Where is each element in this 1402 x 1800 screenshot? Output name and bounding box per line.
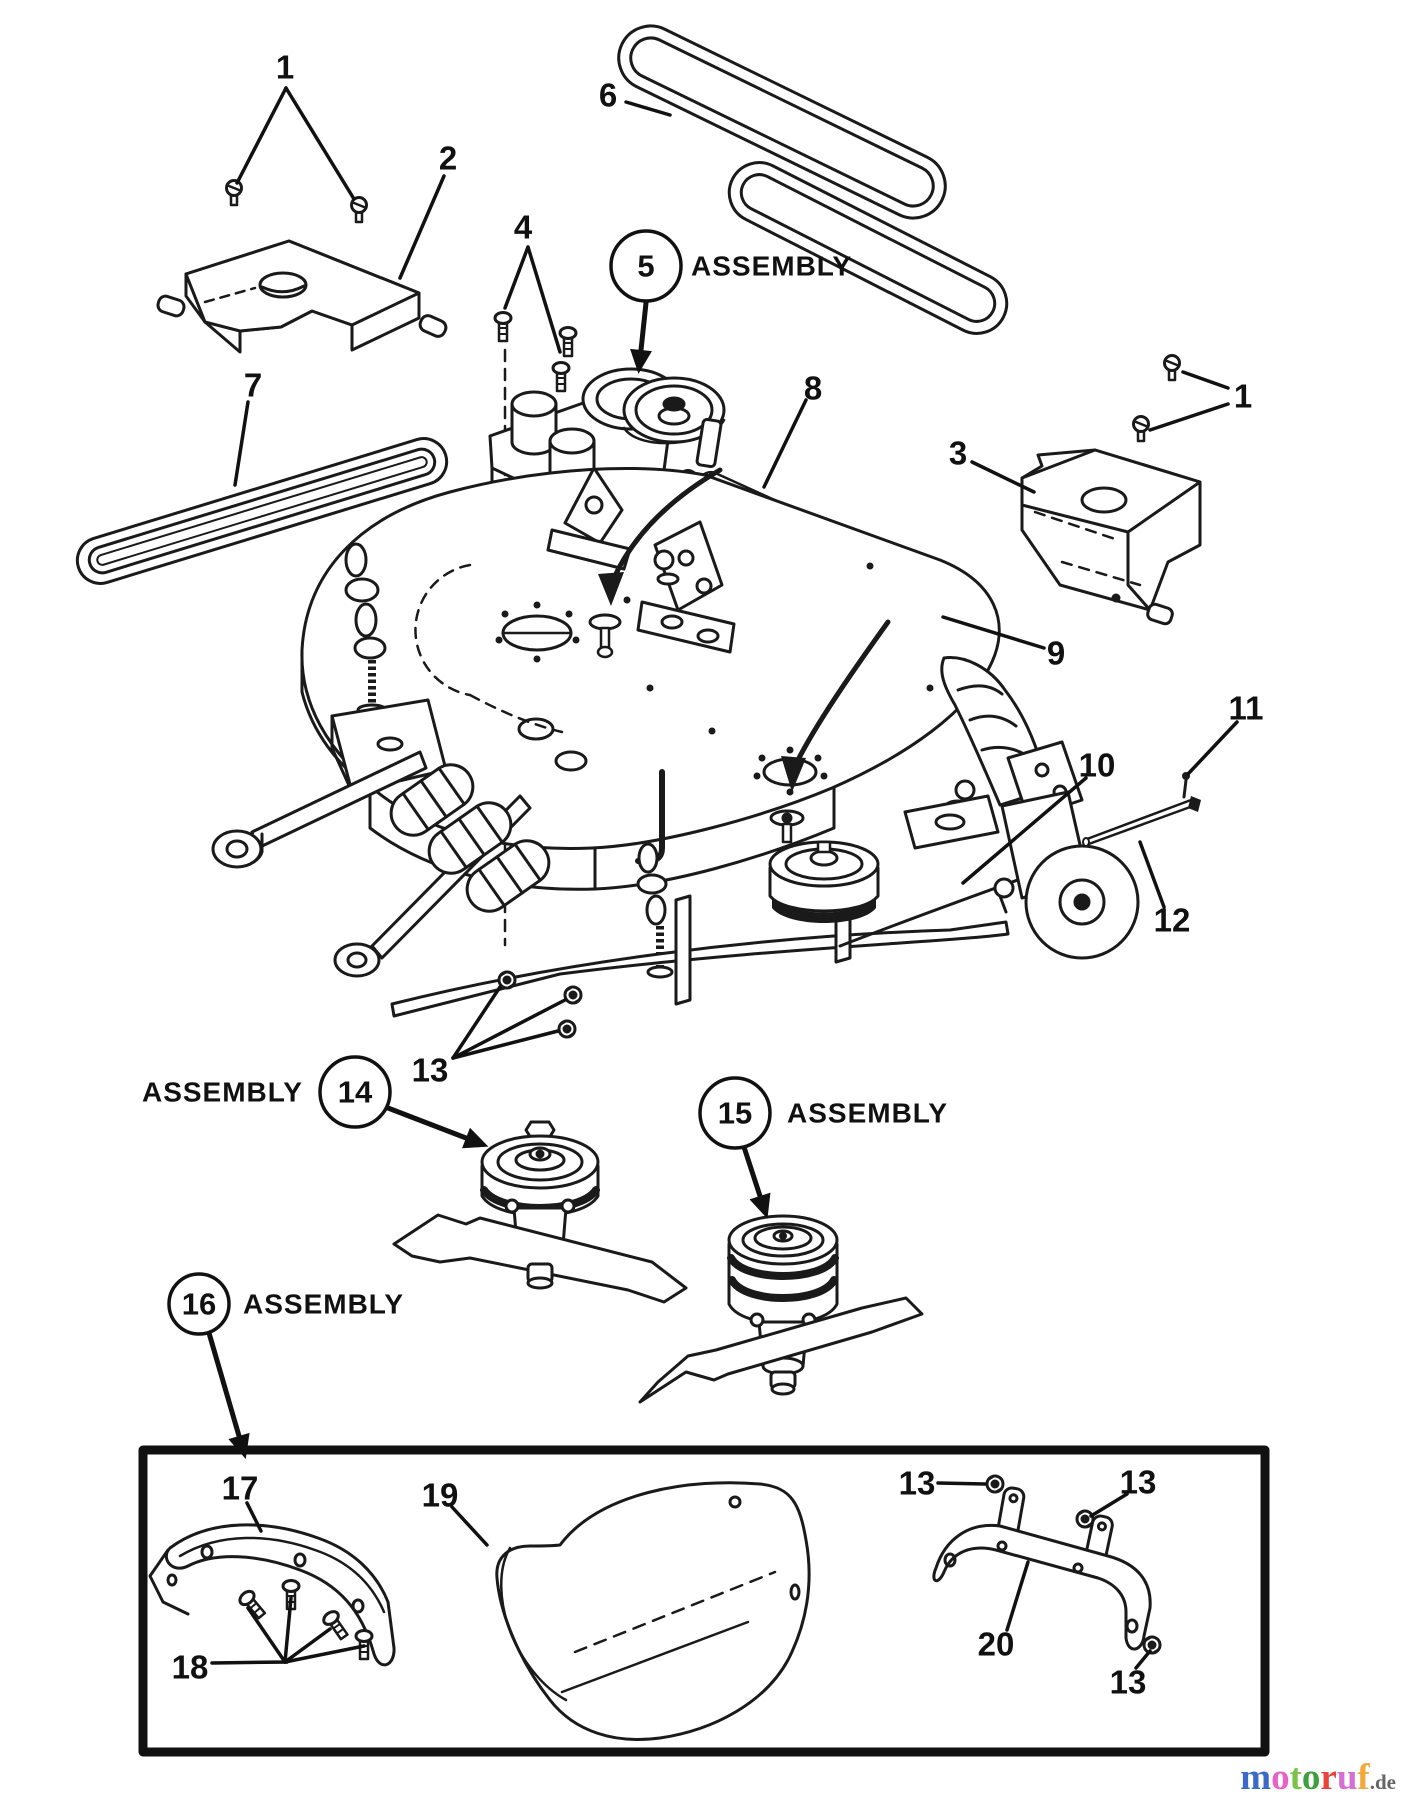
spindle-assembly-14 <box>392 1120 688 1304</box>
rear-bracket-20 <box>932 1486 1152 1651</box>
callout-13-mid: 13 <box>412 985 567 1089</box>
callout-circle-14 <box>318 1055 392 1129</box>
callout-number-7: 7 <box>244 367 262 404</box>
callout-circle-16 <box>167 1272 231 1336</box>
spindle-assembly-15 <box>638 1214 924 1404</box>
watermark-letter: m <box>1240 1757 1272 1798</box>
install-arrow-left <box>588 467 723 659</box>
callout-number-15: 15 <box>718 1096 752 1131</box>
callout-6: 6 <box>599 77 672 117</box>
callout-number-19: 19 <box>422 1477 459 1514</box>
watermark-letter: o <box>1271 1757 1290 1798</box>
watermark-wordmark: motoruf <box>1240 1757 1370 1798</box>
mounting-bolts-4 <box>493 311 578 393</box>
callout-number-16: 16 <box>182 1287 216 1322</box>
callout-1b: 1 <box>1148 370 1252 432</box>
assembly-label-14: ASSEMBLY <box>142 1077 303 1108</box>
callout-number-2: 2 <box>439 140 457 177</box>
callout-number-8: 8 <box>804 370 822 407</box>
callout-number-13-c: 13 <box>1110 1664 1147 1701</box>
callout-7: 7 <box>233 367 262 487</box>
callout-number-10: 10 <box>1079 747 1116 784</box>
callout-13-a: 13 <box>899 1465 987 1502</box>
install-arrow-right <box>781 619 891 792</box>
callout-number-4: 4 <box>514 209 533 246</box>
belt-cover-2 <box>156 239 448 354</box>
callout-19: 19 <box>422 1477 489 1547</box>
assembly-label-15: ASSEMBLY <box>787 1098 948 1129</box>
watermark-suffix: .de <box>1369 1770 1396 1794</box>
callout-5: 5 ASSEMBLY <box>609 229 852 374</box>
callout-9: 9 <box>941 615 1065 672</box>
hair-pin-11 <box>1182 772 1190 799</box>
lift-rod-12 <box>1082 796 1201 847</box>
callout-14: 14 ASSEMBLY <box>142 1055 489 1149</box>
front-lift-arms-and-rollers <box>211 750 551 978</box>
callout-number-9: 9 <box>1047 635 1065 672</box>
belt-cover-3 <box>1020 448 1202 626</box>
callout-number-13-b: 13 <box>1120 1464 1157 1501</box>
mulch-cover-19 <box>495 1481 811 1741</box>
callout-number-20: 20 <box>978 1626 1015 1663</box>
idler-pivot-brackets <box>546 466 736 654</box>
callout-18: 18 <box>172 1596 366 1686</box>
rear-frame-and-gauge-wheel <box>390 656 1140 1018</box>
callout-number-12: 12 <box>1154 902 1191 939</box>
watermark-letter: r <box>1320 1757 1337 1798</box>
callout-1a: 1 <box>235 49 356 201</box>
pto-belt-7 <box>75 437 449 585</box>
callout-number-11: 11 <box>1229 690 1264 727</box>
callout-number-5: 5 <box>637 249 654 284</box>
callout-12: 12 <box>1138 840 1191 939</box>
callout-number-3: 3 <box>949 435 967 472</box>
deck-spindle-pulley-10-area <box>768 809 880 923</box>
assembly-label-16: ASSEMBLY <box>243 1289 404 1320</box>
callout-number-13-mid: 13 <box>412 1052 449 1089</box>
callout-4: 4 <box>503 209 562 354</box>
assembly-label-5: ASSEMBLY <box>691 251 852 282</box>
deck-drive-belt-6 <box>617 24 1009 335</box>
callout-circle-15 <box>698 1076 772 1150</box>
watermark-letter: u <box>1336 1757 1358 1798</box>
callout-15: 15 ASSEMBLY <box>698 1076 948 1219</box>
callout-20: 20 <box>978 1560 1030 1663</box>
callout-number-1a: 1 <box>276 49 294 86</box>
callout-number-14: 14 <box>338 1075 373 1110</box>
callout-10: 10 <box>961 747 1116 885</box>
callout-number-6: 6 <box>599 77 617 114</box>
watermark-letter: f <box>1357 1757 1370 1798</box>
watermark-letter: o <box>1301 1757 1321 1798</box>
callout-17: 17 <box>222 1470 263 1533</box>
callout-3: 3 <box>949 435 1036 494</box>
callout-number-13-a: 13 <box>899 1465 936 1502</box>
callout-13-b: 13 <box>1089 1464 1157 1518</box>
callout-number-1b: 1 <box>1234 378 1252 415</box>
watermark-motoruf: motoruf.de <box>1240 1759 1396 1796</box>
callout-number-18: 18 <box>172 1649 209 1686</box>
callout-number-17: 17 <box>222 1470 259 1507</box>
callout-circle-5 <box>609 229 683 303</box>
front-hanger-chain <box>636 842 674 979</box>
watermark-letter: t <box>1289 1757 1302 1798</box>
callout-11: 11 <box>1186 690 1264 776</box>
callout-2: 2 <box>398 140 457 280</box>
mulch-bracket-17 <box>148 1523 396 1667</box>
callout-16: 16 ASSEMBLY <box>167 1272 404 1460</box>
callout-8: 8 <box>762 370 822 489</box>
callout-13-c: 13 <box>1110 1649 1152 1701</box>
